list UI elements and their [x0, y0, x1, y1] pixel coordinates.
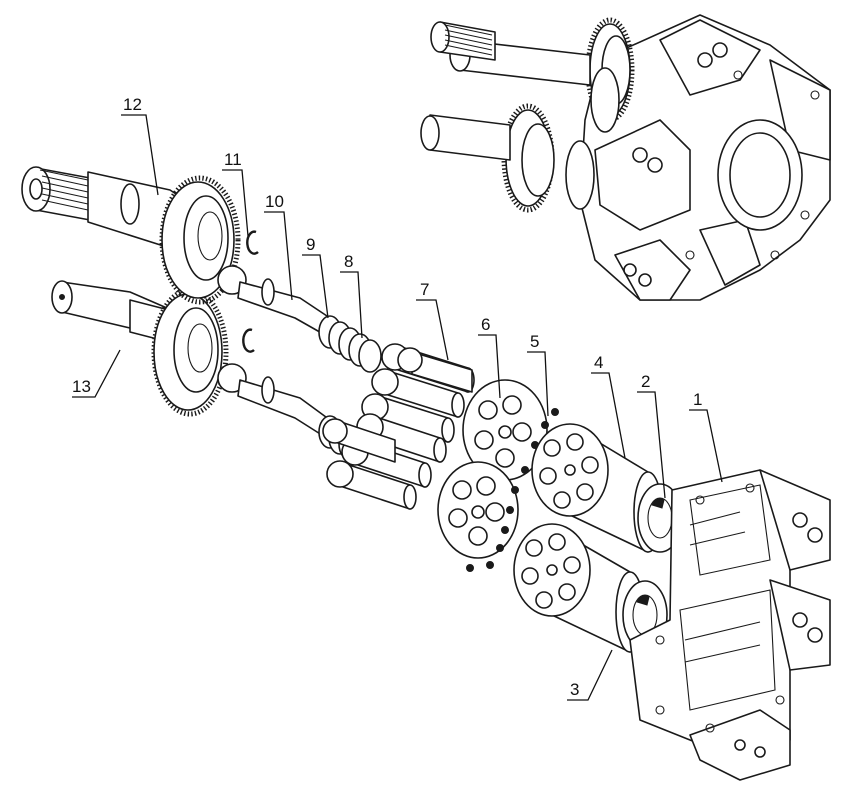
- callout-2: 2: [641, 372, 650, 391]
- center-shafts: [217, 265, 331, 438]
- callout-9: 9: [306, 235, 315, 254]
- pistons-upper: [361, 343, 475, 443]
- callout-10: 10: [265, 192, 284, 211]
- callout-3: 3: [570, 680, 579, 699]
- callout-labels: 12 11 10 9 8 7 6 5 4 2 1 13 3: [72, 95, 702, 699]
- callout-6: 6: [481, 315, 490, 334]
- callout-5: 5: [530, 332, 539, 351]
- pistons-lower: [322, 413, 447, 510]
- assembled-pump-view: [420, 14, 831, 301]
- callout-8: 8: [344, 252, 353, 271]
- retainer-plates: [437, 379, 548, 559]
- callout-11: 11: [224, 150, 242, 169]
- callout-12: 12: [123, 95, 142, 114]
- callout-13: 13: [72, 377, 91, 396]
- pump-housing: [629, 469, 831, 781]
- callout-1: 1: [693, 390, 702, 409]
- retaining-rings: [242, 230, 259, 353]
- callout-4: 4: [594, 353, 603, 372]
- gear-shaft-upper: [21, 166, 241, 305]
- callout-leaders: [72, 114, 723, 701]
- callout-7: 7: [420, 280, 429, 299]
- screws: [466, 408, 559, 572]
